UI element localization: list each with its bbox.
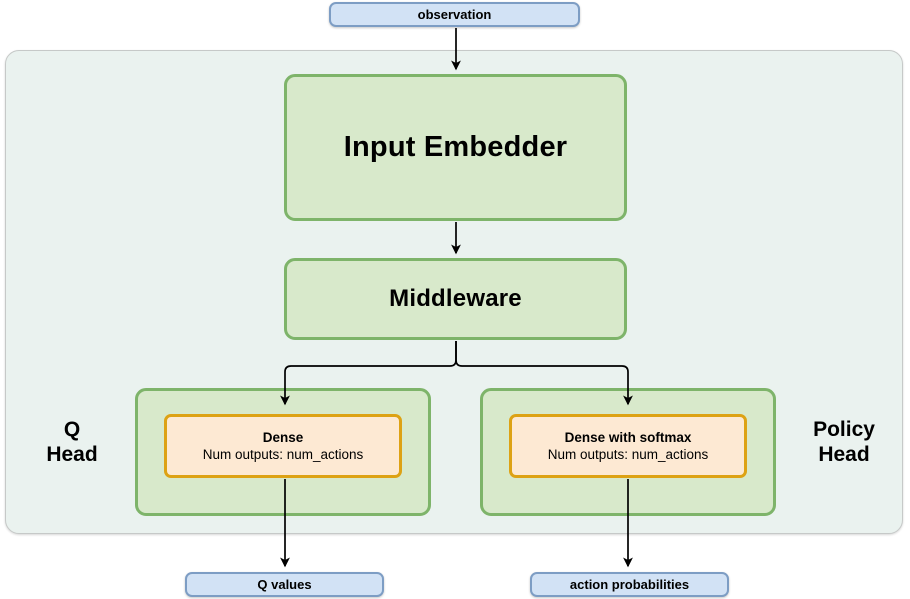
- policy-head-dense-title: Dense with softmax: [564, 429, 692, 445]
- q-head-dense-title: Dense: [262, 429, 304, 445]
- policy-head-dense-subtitle: Num outputs: num_actions: [547, 447, 709, 462]
- policy-head-side-label: Policy Head: [789, 418, 899, 468]
- q-head-dense-subtitle: Num outputs: num_actions: [202, 447, 364, 462]
- input-embedder-node: Input Embedder: [284, 74, 627, 221]
- observation-input-node: observation: [329, 2, 580, 27]
- policy-head-side-label-line1: Policy: [813, 418, 875, 441]
- input-embedder-label: Input Embedder: [343, 131, 568, 163]
- middleware-label: Middleware: [389, 285, 522, 312]
- policy-head-dense-node: Dense with softmax Num outputs: num_acti…: [509, 414, 747, 478]
- q-head-side-label: Q Head: [22, 418, 122, 468]
- action-probabilities-output-node: action probabilities: [530, 572, 729, 597]
- q-head-side-label-line1: Q: [63, 418, 81, 441]
- middleware-node: Middleware: [284, 258, 627, 340]
- policy-head-side-label-line2: Head: [818, 442, 870, 466]
- q-head-dense-node: Dense Num outputs: num_actions: [164, 414, 402, 478]
- q-head-side-label-line2: Head: [46, 442, 98, 466]
- q-values-label: Q values: [257, 577, 312, 592]
- observation-label: observation: [417, 7, 492, 22]
- q-values-output-node: Q values: [185, 572, 384, 597]
- action-probabilities-label: action probabilities: [569, 577, 690, 592]
